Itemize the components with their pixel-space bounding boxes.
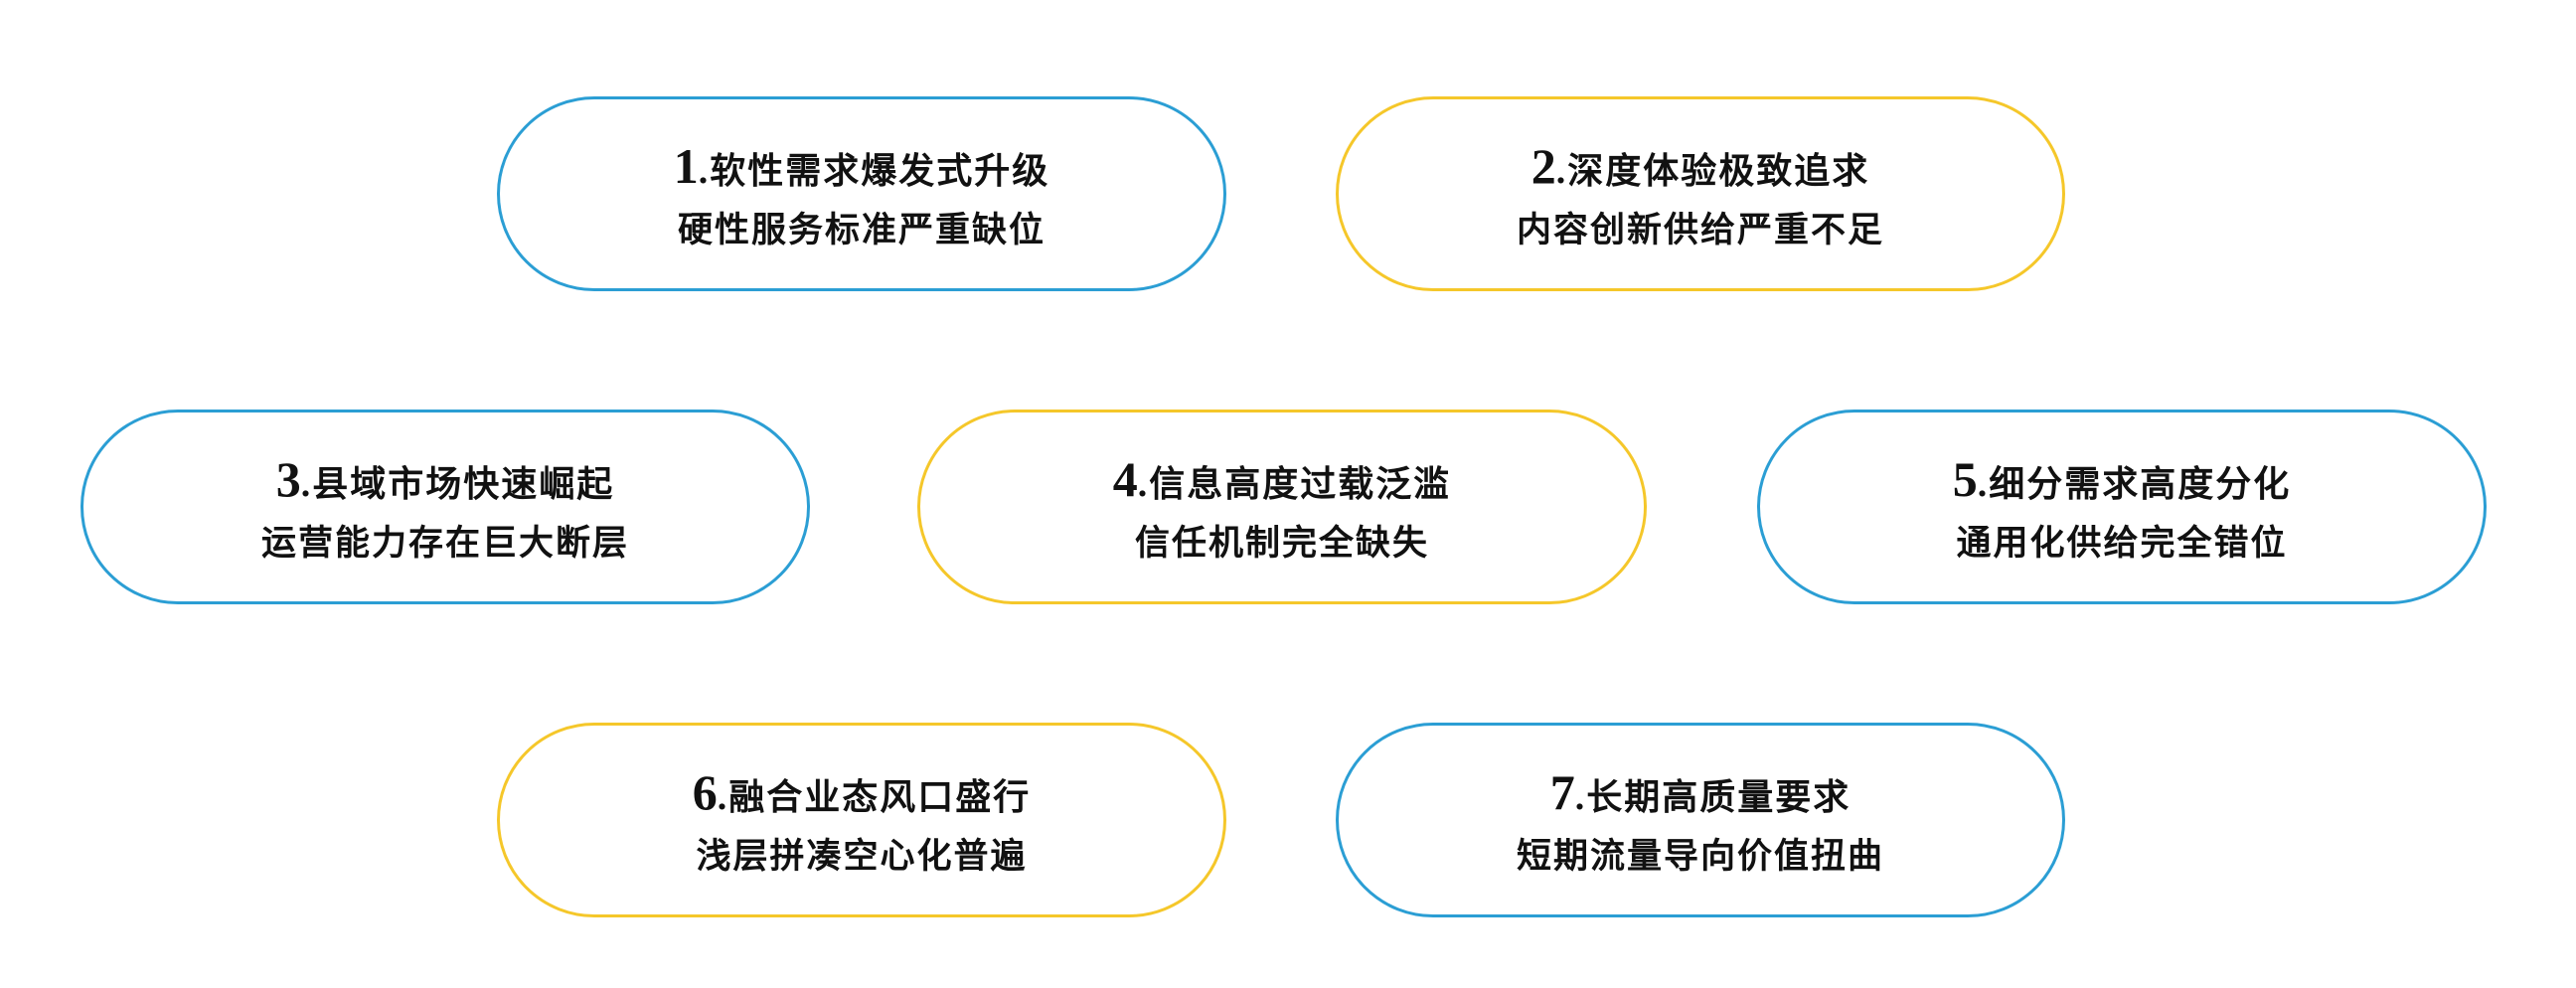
node-3-title: 县域市场快速崛起: [312, 462, 615, 505]
node-3-separator: .: [300, 462, 311, 505]
node-5-number: 5: [1952, 450, 1978, 507]
node-4-subtitle: 信任机制完全缺失: [1134, 522, 1429, 564]
node-6-title: 融合业态风口盛行: [728, 775, 1032, 818]
node-2-title: 深度体验极致追求: [1567, 149, 1870, 192]
node-6: 6.融合业态风口盛行 浅层拼凑空心化普遍: [497, 723, 1226, 917]
node-5: 5.细分需求高度分化 通用化供给完全错位: [1757, 410, 2487, 604]
node-2: 2.深度体验极致追求 内容创新供给严重不足: [1336, 96, 2065, 291]
node-1-subtitle: 硬性服务标准严重缺位: [677, 209, 1046, 250]
node-7-number: 7: [1549, 763, 1575, 820]
node-1-heading: 1.软性需求爆发式升级: [674, 141, 1050, 191]
node-6-number: 6: [692, 763, 718, 820]
node-1: 1.软性需求爆发式升级 硬性服务标准严重缺位: [497, 96, 1226, 291]
node-7: 7.长期高质量要求 短期流量导向价值扭曲: [1336, 723, 2065, 917]
node-2-separator: .: [1555, 149, 1566, 192]
node-4-heading: 4.信息高度过载泛滥: [1113, 454, 1452, 504]
node-7-separator: .: [1574, 775, 1585, 818]
node-6-heading: 6.融合业态风口盛行: [693, 767, 1032, 817]
node-7-subtitle: 短期流量导向价值扭曲: [1516, 835, 1884, 877]
node-5-separator: .: [1977, 462, 1988, 505]
node-4-title: 信息高度过载泛滥: [1149, 462, 1452, 505]
node-5-heading: 5.细分需求高度分化: [1953, 454, 2292, 504]
node-1-separator: .: [698, 149, 709, 192]
node-2-heading: 2.深度体验极致追求: [1531, 141, 1870, 191]
node-4: 4.信息高度过载泛滥 信任机制完全缺失: [917, 410, 1647, 604]
node-3-heading: 3.县域市场快速崛起: [276, 454, 615, 504]
node-2-number: 2: [1530, 137, 1556, 194]
node-6-separator: .: [717, 775, 727, 818]
node-4-number: 4: [1112, 450, 1138, 507]
node-6-subtitle: 浅层拼凑空心化普遍: [696, 835, 1028, 877]
node-1-title: 软性需求爆发式升级: [710, 149, 1050, 192]
node-3: 3.县域市场快速崛起 运营能力存在巨大断层: [80, 410, 810, 604]
node-3-subtitle: 运营能力存在巨大断层: [260, 522, 629, 564]
node-2-subtitle: 内容创新供给严重不足: [1516, 209, 1884, 250]
node-7-heading: 7.长期高质量要求: [1550, 767, 1852, 817]
node-4-separator: .: [1137, 462, 1148, 505]
node-1-number: 1: [673, 137, 699, 194]
node-3-number: 3: [275, 450, 301, 507]
node-7-title: 长期高质量要求: [1586, 775, 1852, 818]
node-5-subtitle: 通用化供给完全错位: [1956, 522, 2288, 564]
node-5-title: 细分需求高度分化: [1989, 462, 2292, 505]
